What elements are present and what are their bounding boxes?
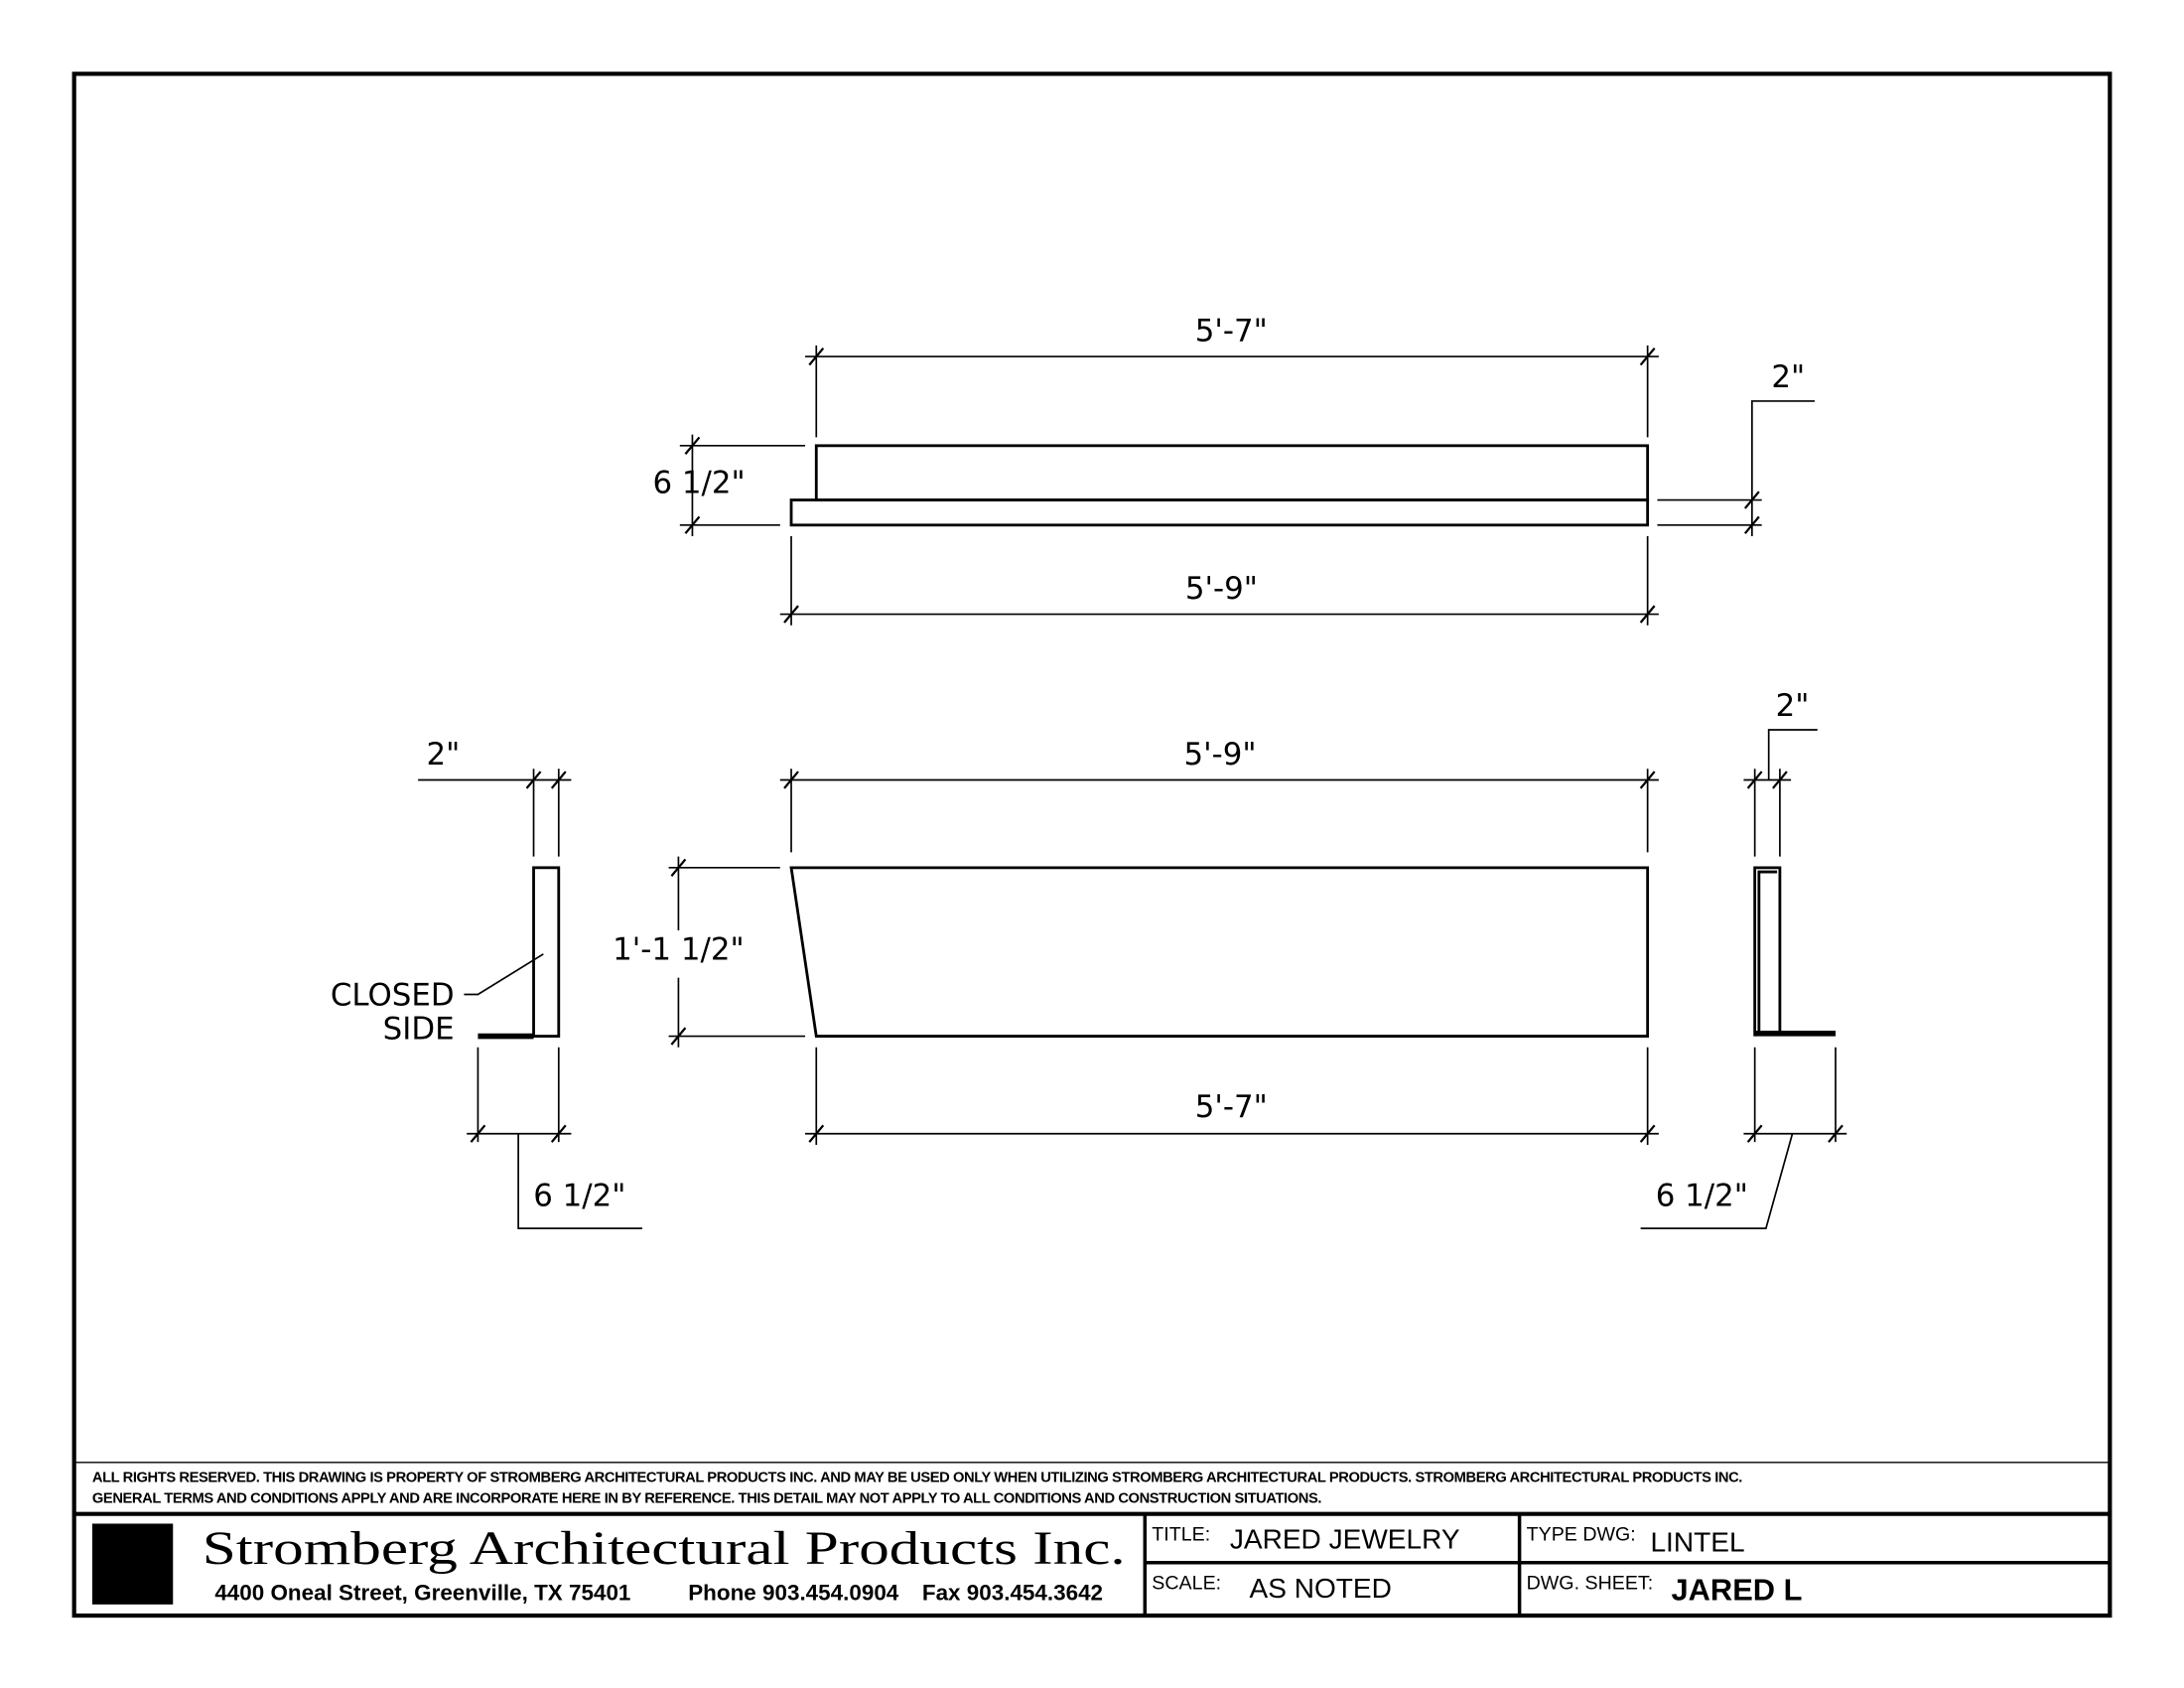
dimension-tick xyxy=(1639,347,1656,366)
section-leg xyxy=(1753,866,1782,1037)
dimension-tick xyxy=(783,605,799,624)
left-thickness: 2" xyxy=(426,737,460,773)
dimension-tick xyxy=(808,347,825,366)
closed-side-note: CLOSED xyxy=(331,978,455,1014)
company-phone: Phone 903.454.0904 xyxy=(688,1581,899,1606)
dim-lines xyxy=(679,345,1815,626)
elevation-view: 5'-9" 5'-7" 1'-1 1/2" xyxy=(613,737,1659,1145)
dimension-tick xyxy=(1828,1124,1843,1143)
section-leg xyxy=(532,866,561,1038)
type-value: LINTEL xyxy=(1650,1527,1744,1558)
company-logo xyxy=(91,1523,174,1605)
plan-depth: 6 1/2" xyxy=(652,466,745,501)
dimension-tick xyxy=(684,515,701,534)
right-section: 2" 6 1/2" xyxy=(1640,688,1847,1229)
plan-view: 5'-7" 5'-9" 6 1/2" 2" xyxy=(652,314,1815,626)
dimension-tick xyxy=(1743,515,1760,534)
company-name: Stromberg Architectural Products Inc. xyxy=(203,1523,1126,1575)
dimension-tick xyxy=(1772,771,1788,789)
closed-side-note-2: SIDE xyxy=(383,1011,455,1047)
dimension-tick xyxy=(550,771,567,789)
disclaimer-line-2: GENERAL TERMS AND CONDITIONS APPLY AND A… xyxy=(92,1490,1321,1506)
dimension-tick xyxy=(525,771,542,789)
plan-top-length: 5'-7" xyxy=(1195,314,1268,350)
left-section: 2" 6 1/2" CLOSED SIDE xyxy=(331,737,642,1229)
right-leg: 6 1/2" xyxy=(1656,1179,1748,1214)
dimension-tick xyxy=(1639,1124,1656,1143)
company-address: 4400 Oneal Street, Greenville, TX 75401 xyxy=(214,1581,630,1606)
sheet-value: JARED L xyxy=(1671,1573,1802,1608)
elev-top-length: 5'-9" xyxy=(1184,737,1257,773)
lintel-flange xyxy=(789,498,1650,527)
dimension-tick xyxy=(550,1124,567,1143)
title-label: TITLE: xyxy=(1152,1523,1210,1545)
sheet-label: DWG. SHEET: xyxy=(1527,1572,1654,1594)
plan-bottom-length: 5'-9" xyxy=(1185,571,1258,607)
right-thickness: 2" xyxy=(1776,688,1810,724)
dim-lines xyxy=(418,769,642,1229)
dim-lines xyxy=(668,769,1659,1145)
dimension-tick xyxy=(670,858,687,877)
title-value: JARED JEWELRY xyxy=(1230,1524,1460,1555)
dimension-tick xyxy=(808,1124,825,1143)
dimension-tick xyxy=(470,1124,486,1143)
dimension-ticks xyxy=(470,347,1843,1143)
scale-label: SCALE: xyxy=(1152,1572,1221,1594)
disclaimer-line-1: ALL RIGHTS RESERVED. THIS DRAWING IS PRO… xyxy=(92,1470,1742,1485)
sheet-border xyxy=(71,71,2113,1618)
dimension-tick xyxy=(1746,771,1763,789)
elev-bottom-length: 5'-7" xyxy=(1195,1089,1268,1125)
dim-lines xyxy=(1640,729,1847,1229)
lintel-face xyxy=(789,866,1650,1038)
company-fax: Fax 903.454.3642 xyxy=(922,1581,1103,1606)
dimension-tick xyxy=(684,436,701,455)
lintel-vertical-leg xyxy=(814,444,1650,501)
dimension-tick xyxy=(783,771,799,789)
title-block: ALL RIGHTS RESERVED. THIS DRAWING IS PRO… xyxy=(73,1462,2111,1617)
plan-flange: 2" xyxy=(1771,359,1805,395)
dimension-tick xyxy=(1746,1124,1763,1143)
elev-height: 1'-1 1/2" xyxy=(613,931,745,967)
dimension-tick xyxy=(1743,491,1760,509)
scale-value: AS NOTED xyxy=(1249,1573,1391,1604)
type-label: TYPE DWG: xyxy=(1527,1523,1636,1545)
dimension-tick xyxy=(1639,771,1656,789)
title-grid xyxy=(1143,1513,2111,1617)
dimension-tick xyxy=(1639,605,1656,624)
dimension-tick xyxy=(670,1027,687,1046)
left-leg: 6 1/2" xyxy=(533,1179,625,1214)
